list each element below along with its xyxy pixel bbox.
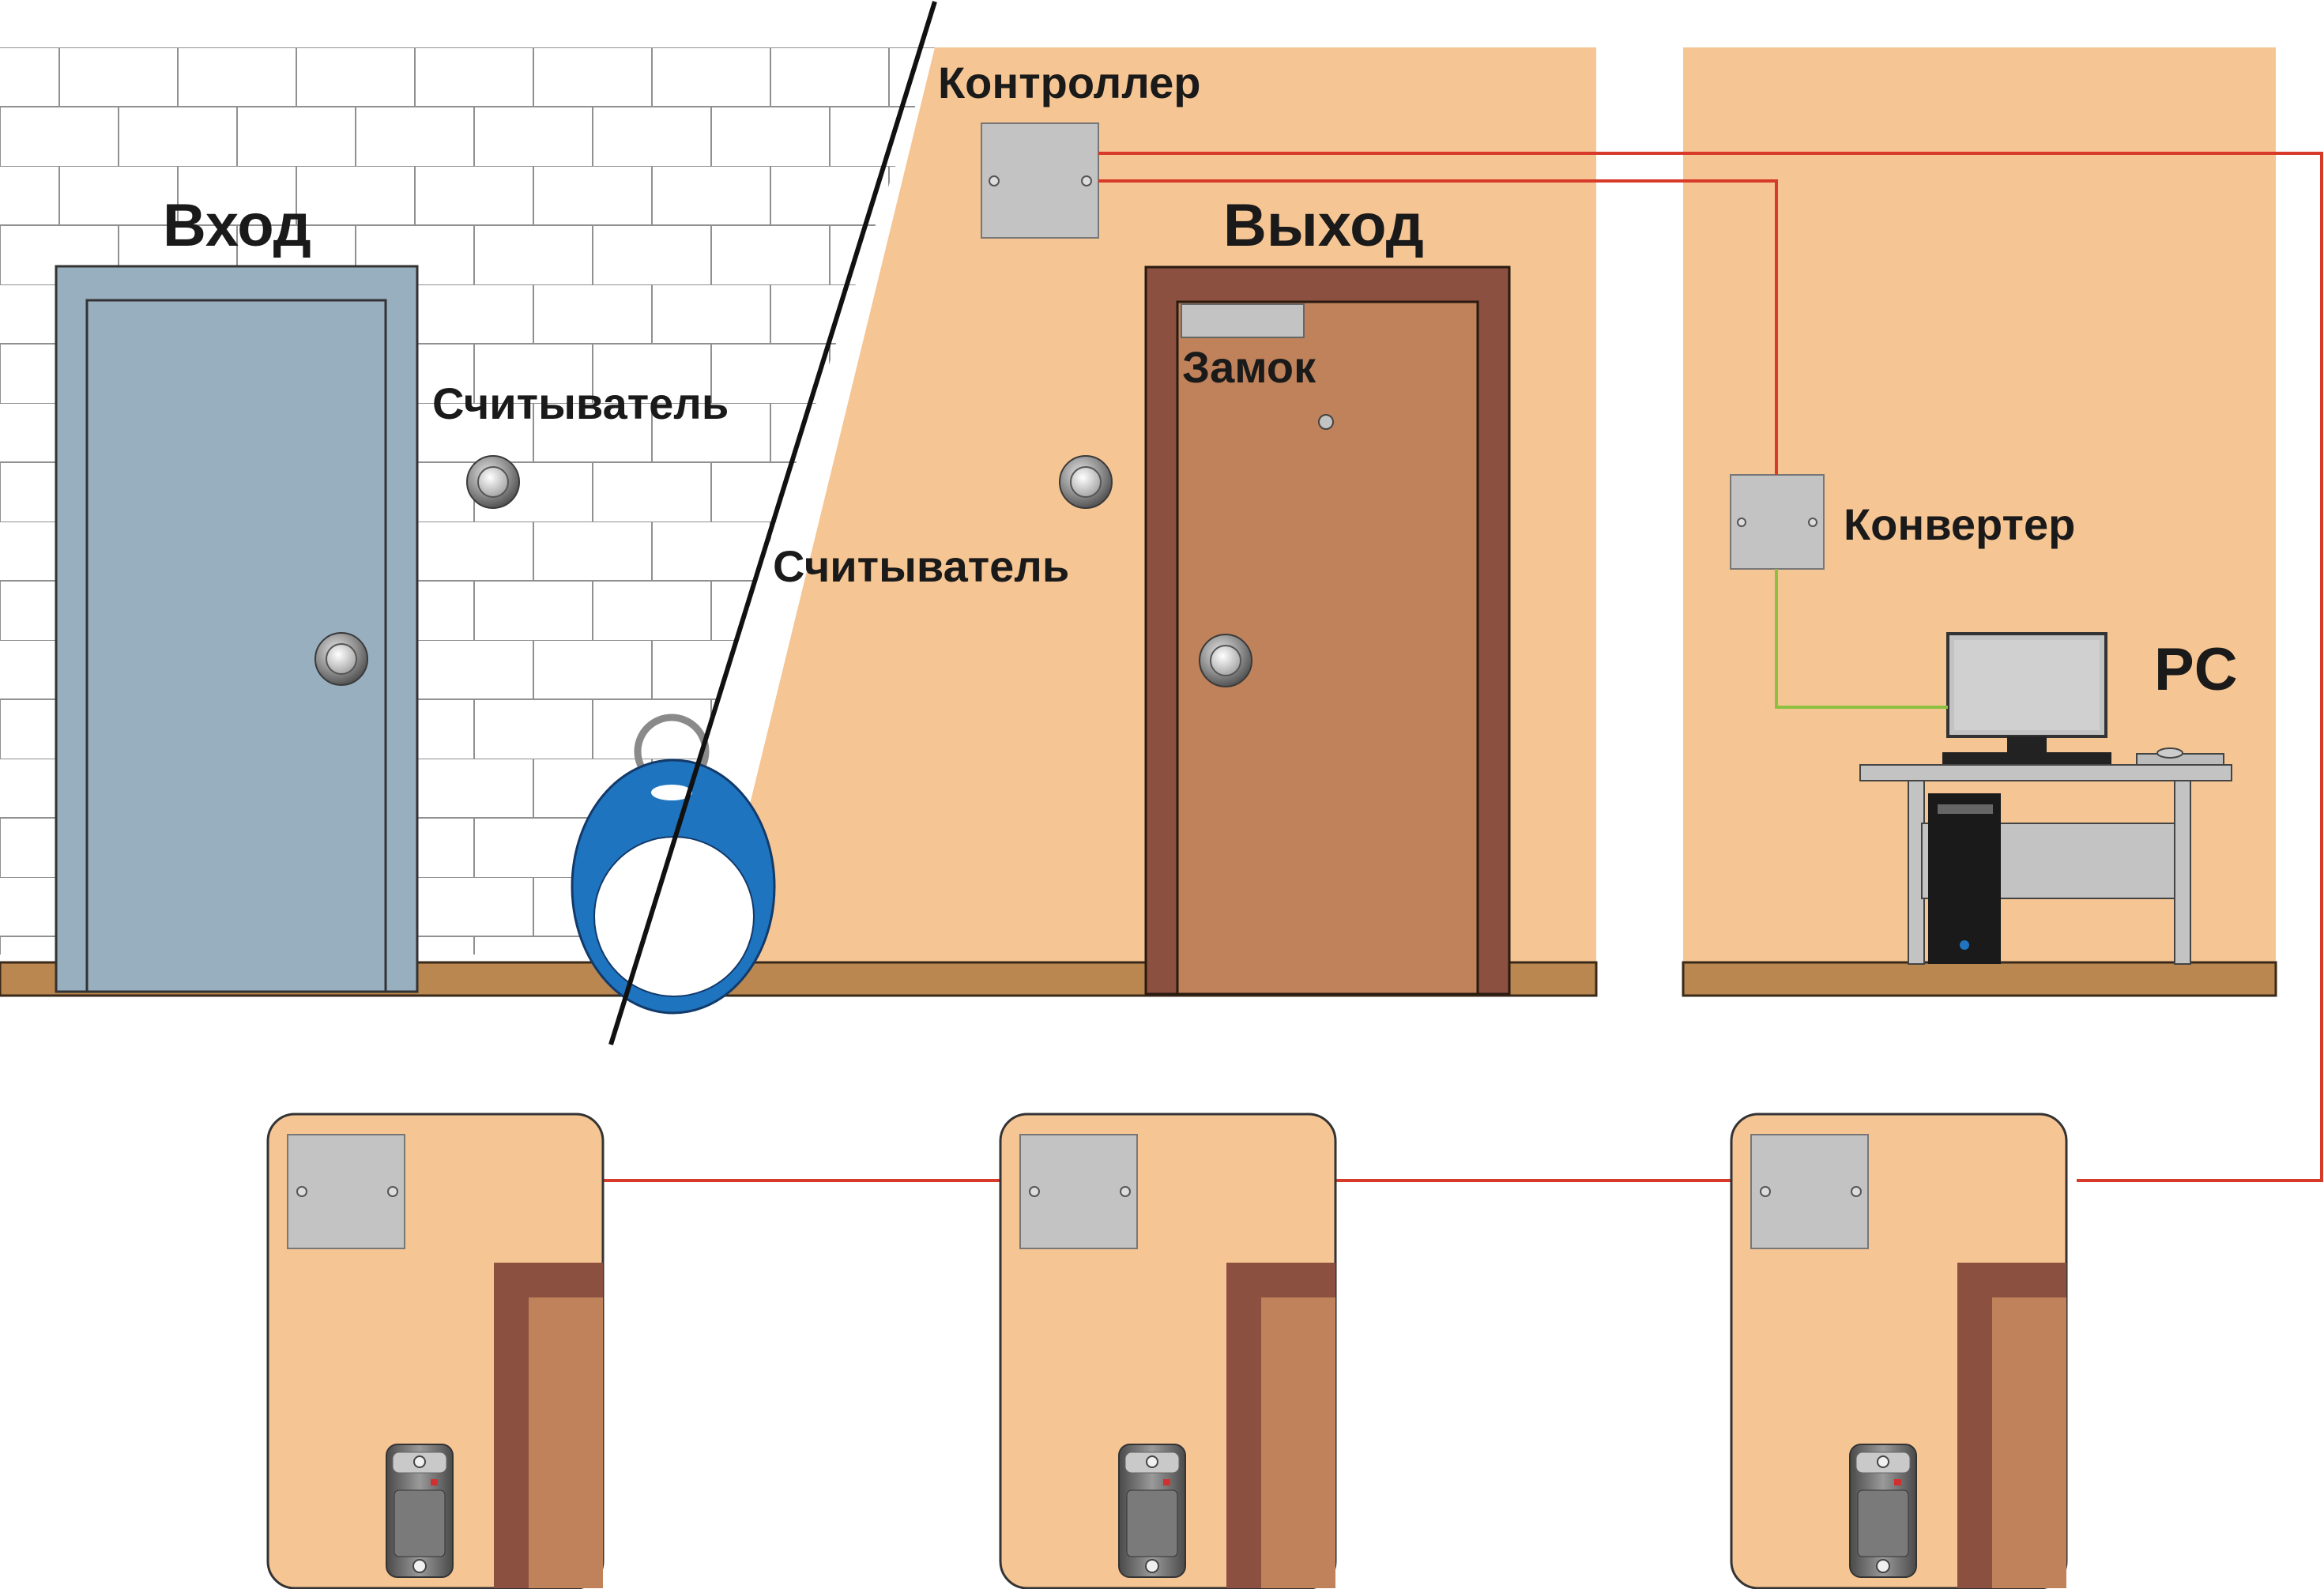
door-knob-icon (315, 632, 368, 686)
keyfob-icon (571, 714, 776, 1015)
converter-box (1730, 474, 1825, 570)
network-room-2 (999, 1113, 1337, 1589)
floor-right (1682, 961, 2277, 997)
network-room-3 (1730, 1113, 2068, 1589)
exit-door (1144, 265, 1511, 996)
reader-icon (1059, 455, 1113, 509)
computer-icon (1859, 632, 2232, 965)
label-reader-right: Считыватель (773, 541, 1069, 591)
reader-icon (466, 455, 520, 509)
label-converter: Конвертер (1844, 499, 2075, 549)
label-entrance: Вход (163, 192, 311, 259)
label-lock: Замок (1182, 342, 1316, 392)
label-controller: Контроллер (938, 58, 1200, 107)
door-knob-icon (1199, 634, 1252, 687)
label-pc: PC (2154, 636, 2238, 703)
lock-icon (1181, 303, 1305, 338)
entrance-door (55, 265, 419, 993)
controller-box (981, 122, 1099, 239)
network-room-1 (266, 1113, 605, 1589)
lock-keyhole (1318, 414, 1334, 430)
wall-separator-line (608, 1, 937, 1045)
label-reader-left: Считыватель (432, 378, 729, 428)
label-exit: Выход (1223, 192, 1424, 259)
